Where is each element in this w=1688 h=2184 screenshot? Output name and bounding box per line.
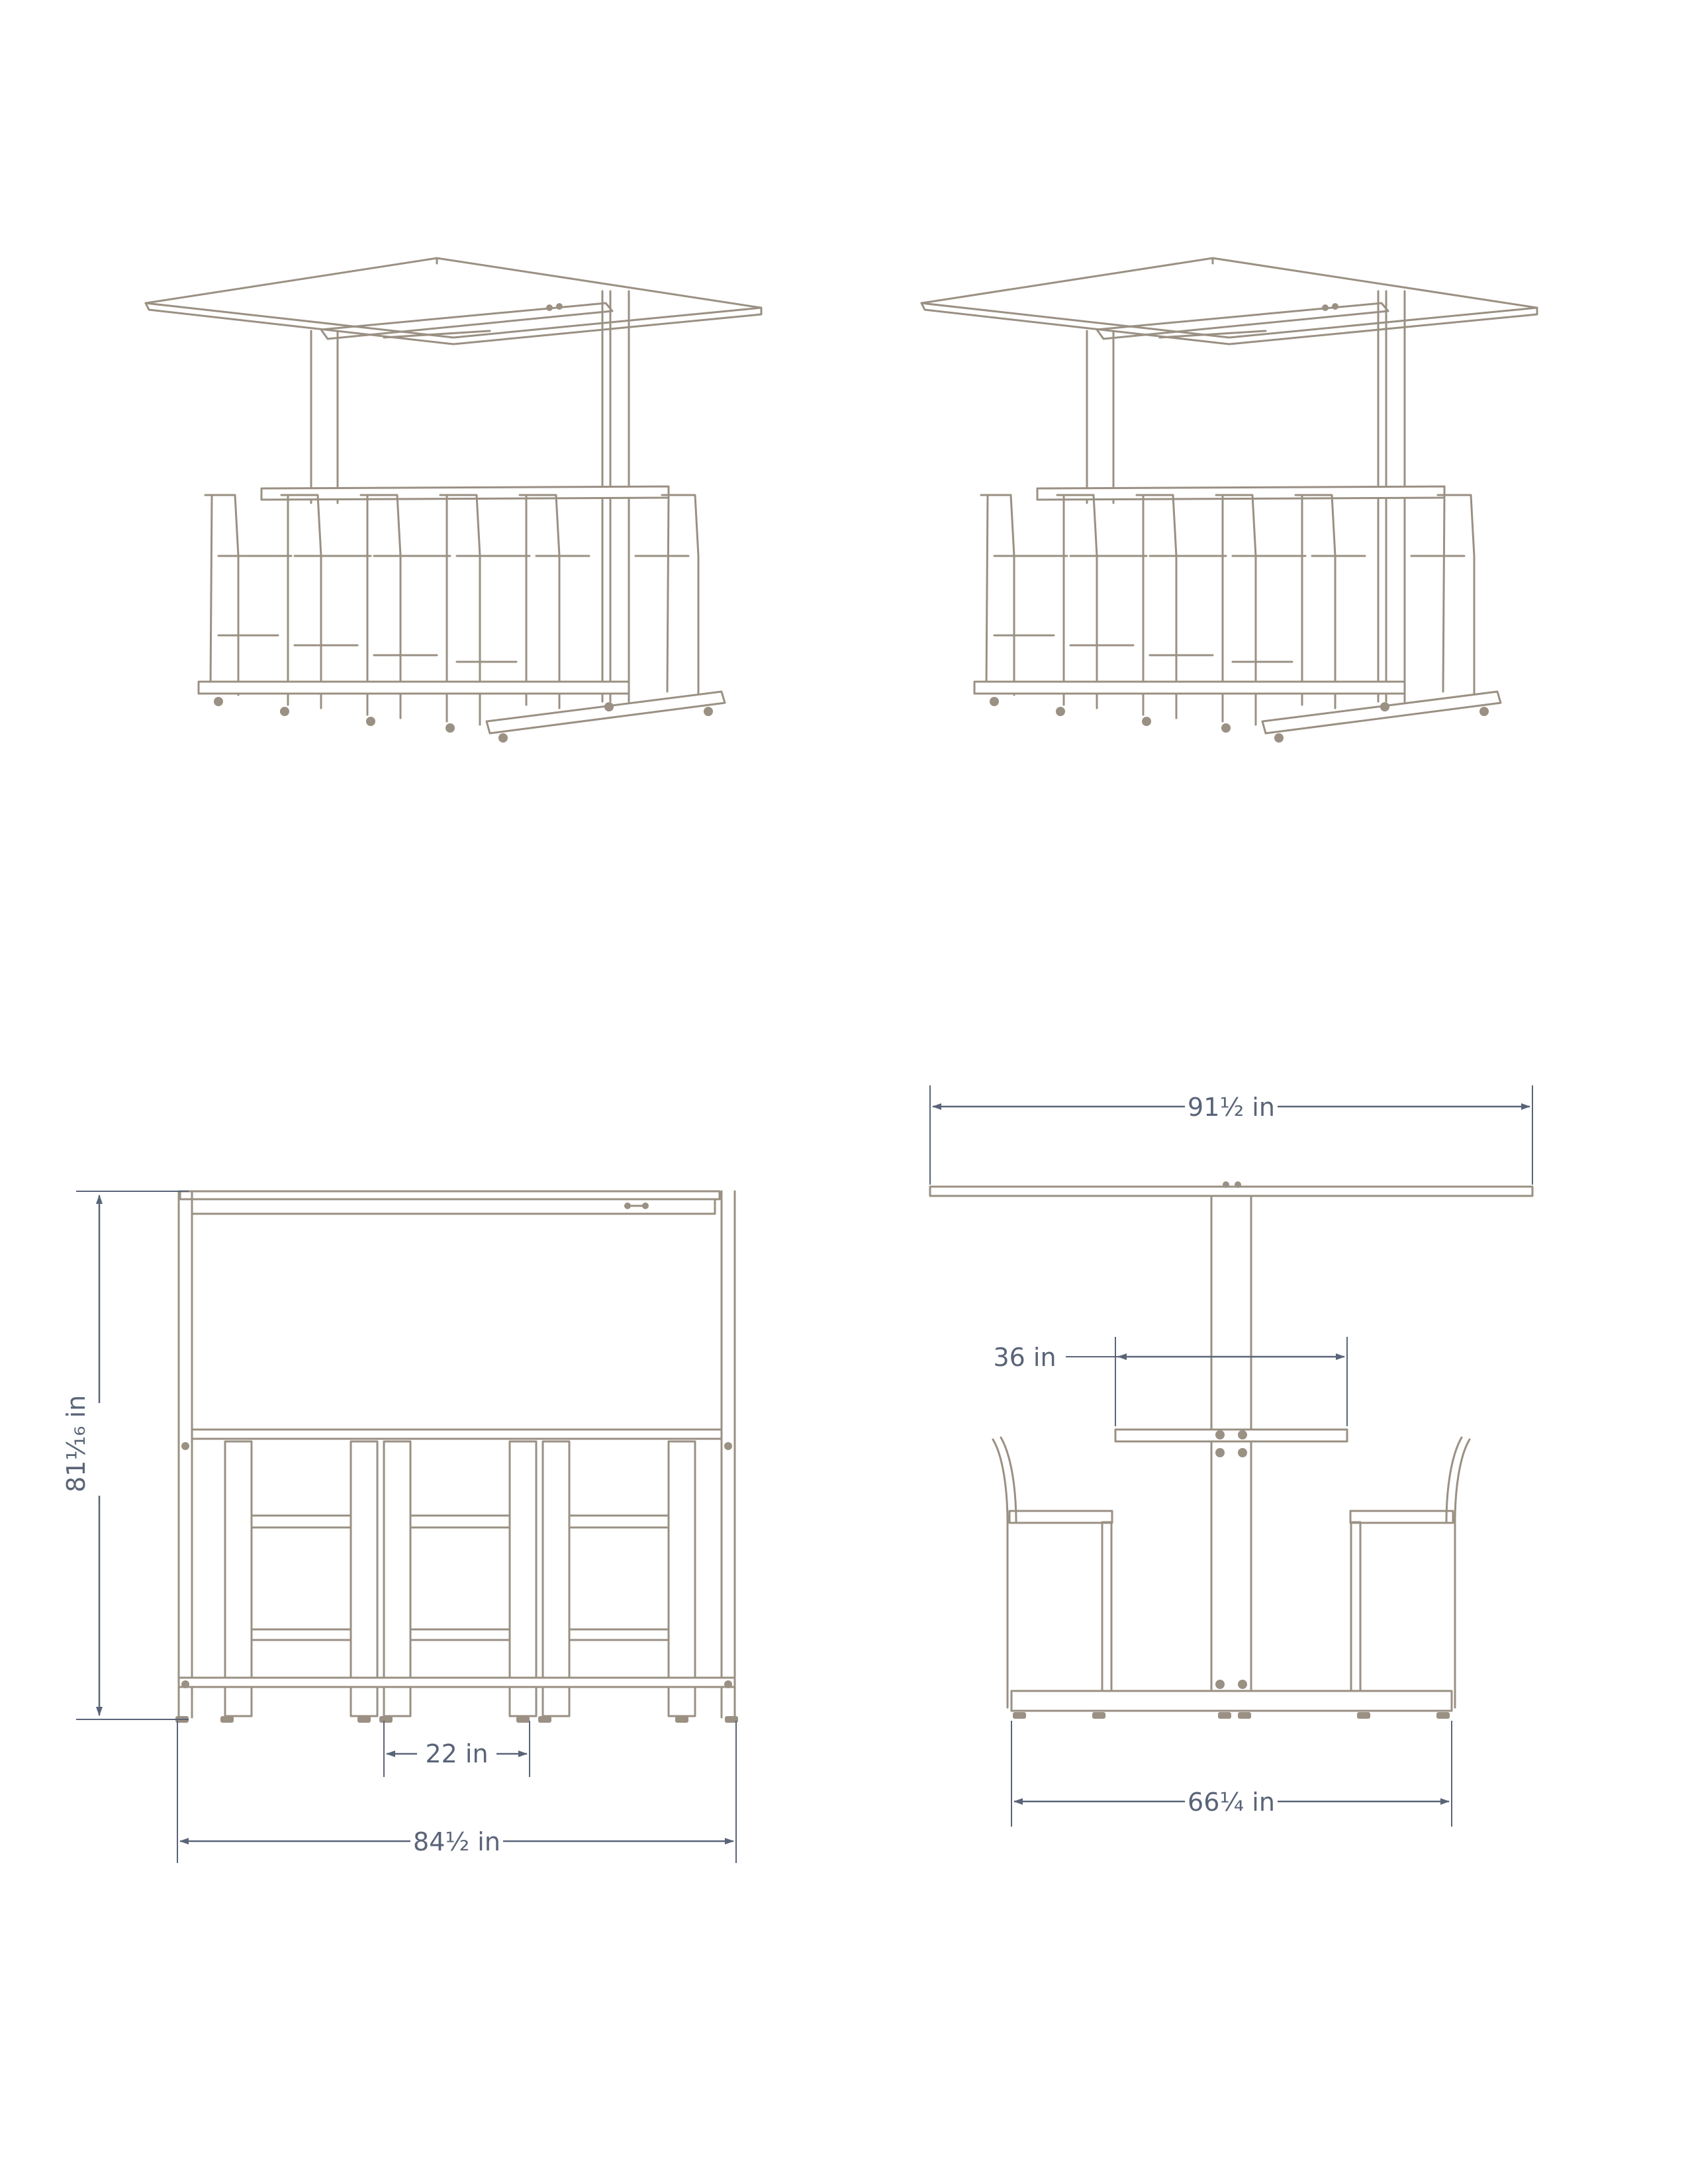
table-depth-label: 36 in bbox=[993, 1343, 1056, 1372]
dimension-table-depth: 36 in bbox=[993, 1337, 1348, 1426]
dimension-overall-height: 81¹⁄₁₆ in bbox=[62, 1191, 189, 1720]
overall-width-label: 84½ in bbox=[413, 1827, 500, 1856]
dimension-seat-width: 22 in bbox=[383, 1721, 530, 1777]
dimension-overall-width: 84½ in bbox=[177, 1721, 737, 1863]
base-depth-label: 66¼ in bbox=[1188, 1788, 1275, 1817]
perspective-view-left bbox=[144, 257, 763, 744]
canopy-depth-label: 91½ in bbox=[1188, 1093, 1275, 1122]
seat-width-label: 22 in bbox=[425, 1739, 488, 1768]
overall-height-label: 81¹⁄₁₆ in bbox=[62, 1395, 91, 1492]
side-elevation bbox=[929, 1181, 1534, 1719]
dimension-canopy-depth: 91½ in bbox=[929, 1085, 1533, 1185]
dimension-base-depth: 66¼ in bbox=[1011, 1721, 1452, 1827]
perspective-view-right bbox=[920, 257, 1538, 744]
front-elevation bbox=[175, 1190, 738, 1723]
